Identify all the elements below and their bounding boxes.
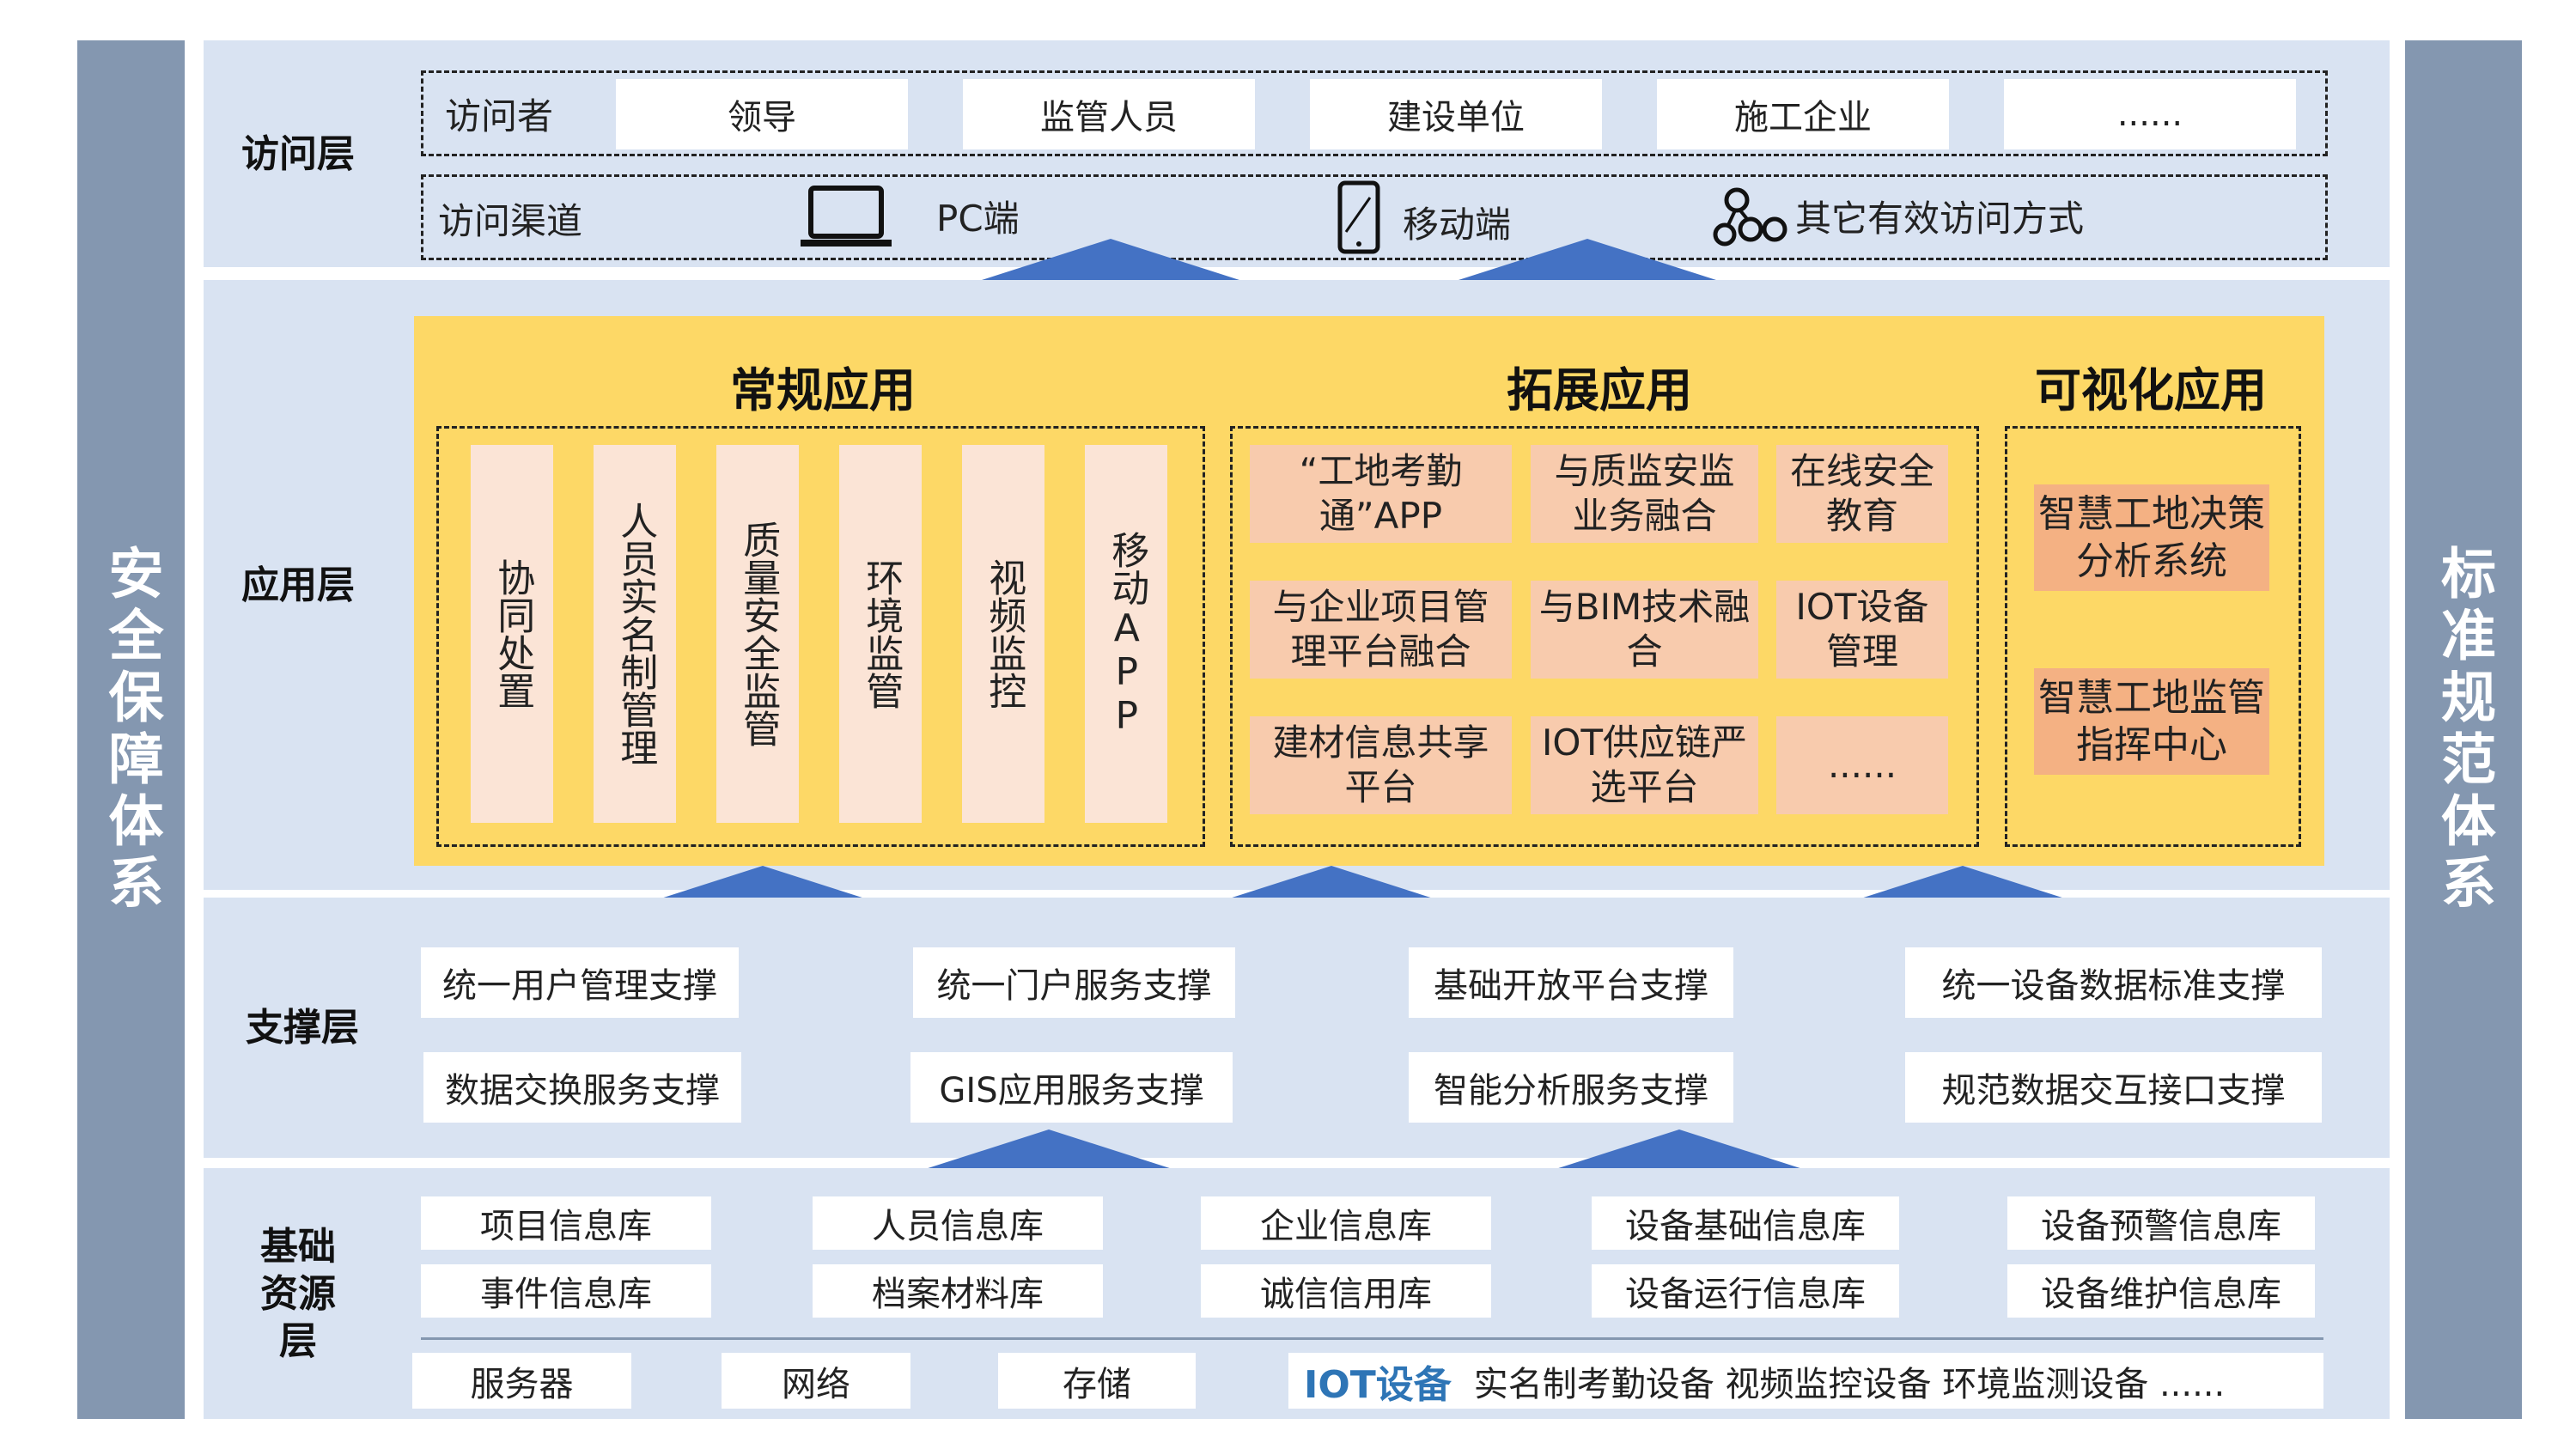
- base-layer-label: 基础资源层: [204, 1168, 393, 1419]
- db-device-warning: 设备预警信息库: [2007, 1196, 2315, 1250]
- app-command-center: 智慧工地监管指挥中心: [2034, 668, 2269, 775]
- app-real-name-management: 人员实名制管理: [594, 445, 676, 823]
- app-mobile-app: 移动APP: [1085, 445, 1167, 823]
- channel-mobile: 移动端: [1403, 203, 1512, 246]
- visitors-label: 访问者: [445, 94, 554, 137]
- extended-apps-group: [1230, 426, 1979, 847]
- db-archive: 档案材料库: [813, 1264, 1103, 1318]
- channels-label: 访问渠道: [438, 199, 583, 242]
- app-iot-device-management: IOT设备管理: [1776, 581, 1948, 679]
- channel-pc: PC端: [936, 197, 1020, 240]
- app-online-safety-education: 在线安全教育: [1776, 445, 1948, 543]
- db-event: 事件信息库: [421, 1264, 711, 1318]
- extended-apps-title: 拓展应用: [1507, 363, 1692, 417]
- support-intelligent-analysis: 智能分析服务支撑: [1409, 1052, 1733, 1123]
- app-material-info-sharing: 建材信息共享平台: [1250, 716, 1512, 814]
- iot-title: IOT设备: [1304, 1362, 1452, 1407]
- regular-apps-title: 常规应用: [730, 363, 916, 417]
- app-quality-safety-supervision: 质量安全监管: [716, 445, 799, 823]
- db-project: 项目信息库: [421, 1196, 711, 1250]
- db-enterprise: 企业信息库: [1201, 1196, 1491, 1250]
- infra-server: 服务器: [412, 1353, 631, 1409]
- support-data-interface: 规范数据交互接口支撑: [1905, 1052, 2322, 1123]
- support-unified-user: 统一用户管理支撑: [421, 947, 739, 1018]
- regular-apps-group: [436, 426, 1205, 847]
- visual-apps-group: [2005, 426, 2301, 847]
- app-attendance-app: “工地考勤通”APP: [1250, 445, 1512, 543]
- db-personnel: 人员信息库: [813, 1196, 1103, 1250]
- support-open-platform: 基础开放平台支撑: [1409, 947, 1733, 1018]
- mobile-phone-icon: [1336, 180, 1382, 254]
- divider-line: [421, 1337, 2323, 1340]
- network-nodes-icon: [1711, 183, 1788, 252]
- support-unified-portal: 统一门户服务支撑: [913, 947, 1235, 1018]
- support-layer-label: 支撑层: [246, 1006, 359, 1050]
- channels-row: [421, 174, 2328, 260]
- support-data-exchange: 数据交换服务支撑: [423, 1052, 741, 1123]
- infra-network: 网络: [722, 1353, 910, 1409]
- laptop-icon: [799, 183, 893, 252]
- iot-devices-box: IOT设备 实名制考勤设备 视频监控设备 环境监测设备 ......: [1288, 1353, 2323, 1409]
- db-device-operation: 设备运行信息库: [1592, 1264, 1899, 1318]
- infra-storage: 存储: [998, 1353, 1196, 1409]
- app-video-monitoring: 视频监控: [962, 445, 1044, 823]
- iot-device-list: 实名制考勤设备 视频监控设备 环境监测设备 ......: [1473, 1364, 2226, 1404]
- app-environment-supervision: 环境监管: [839, 445, 922, 823]
- app-extended-more: ......: [1776, 716, 1948, 814]
- visitor-construction-unit: 建设单位: [1310, 79, 1602, 149]
- access-layer-label: 访问层: [241, 131, 355, 176]
- db-device-basic: 设备基础信息库: [1592, 1196, 1899, 1250]
- visitor-construction-enterprise: 施工企业: [1657, 79, 1949, 149]
- app-decision-analysis: 智慧工地决策分析系统: [2034, 484, 2269, 591]
- visitor-leader: 领导: [616, 79, 908, 149]
- visitor-more: ......: [2004, 79, 2296, 149]
- app-enterprise-project-integration: 与企业项目管理平台融合: [1250, 581, 1512, 679]
- db-credit: 诚信信用库: [1201, 1264, 1491, 1318]
- app-iot-supply-chain: IOT供应链严选平台: [1531, 716, 1758, 814]
- visitors-row: [421, 70, 2328, 156]
- db-device-maintenance: 设备维护信息库: [2007, 1264, 2315, 1318]
- app-collaborative-handling: 协同处置: [471, 445, 553, 823]
- app-bim-integration: 与BIM技术融合: [1531, 581, 1758, 679]
- channel-other: 其它有效访问方式: [1795, 197, 2085, 240]
- visitor-supervisor: 监管人员: [963, 79, 1255, 149]
- security-system-pillar: 安全保障体系: [77, 40, 185, 1419]
- app-quality-safety-integration: 与质监安监业务融合: [1531, 445, 1758, 543]
- support-gis: GIS应用服务支撑: [910, 1052, 1233, 1123]
- base-layer-label-text: 基础资源层: [260, 1224, 336, 1363]
- standards-system-pillar: 标准规范体系: [2405, 40, 2522, 1419]
- application-layer-label: 应用层: [241, 563, 355, 607]
- visual-apps-title: 可视化应用: [2035, 363, 2267, 417]
- support-device-data-standard: 统一设备数据标准支撑: [1905, 947, 2322, 1018]
